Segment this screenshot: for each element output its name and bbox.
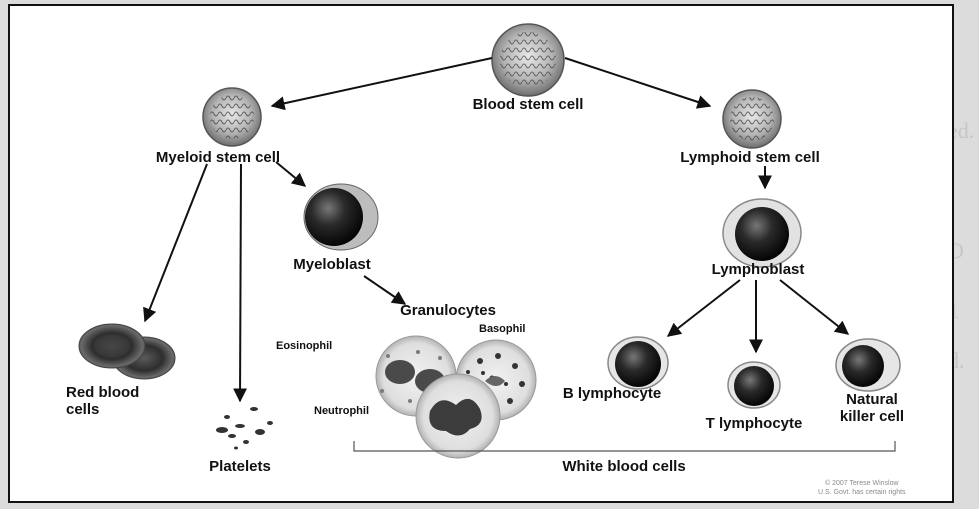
blood-stem-cell-image <box>492 24 564 96</box>
natural-killer-cell-label-line2: killer cell <box>840 408 904 425</box>
natural-killer-cell-label: Natural killer cell <box>840 391 904 425</box>
arrow-lymphoblast-to-natural-killer <box>780 280 848 334</box>
arrow-lymphoblast-to-b-lymphocyte <box>668 280 740 336</box>
b-lymphocyte-label: B lymphocyte <box>563 385 661 402</box>
copyright-line1: © 2007 Terese Winslow <box>818 479 906 488</box>
natural-killer-cell-image <box>836 339 900 391</box>
myeloid-stem-cell-image <box>203 88 261 146</box>
neutrophil-image <box>416 374 500 458</box>
lymphoid-stem-cell-label: Lymphoid stem cell <box>680 149 819 166</box>
red-blood-cells-image <box>79 324 175 379</box>
red-blood-cells-label: Red blood cells <box>66 384 139 418</box>
white-blood-cells-label: White blood cells <box>562 458 685 475</box>
arrow-root-to-myeloid <box>272 58 492 106</box>
hematopoiesis-diagram <box>10 6 956 505</box>
neutrophil-label: Neutrophil <box>314 405 369 417</box>
arrow-myeloid-to-platelets <box>240 164 241 401</box>
natural-killer-cell-label-line1: Natural <box>840 391 904 408</box>
lymphoblast-label: Lymphoblast <box>712 261 805 278</box>
arrow-myeloid-to-myeloblast <box>276 162 305 186</box>
b-lymphocyte-image <box>608 337 668 389</box>
myeloblast-label: Myeloblast <box>293 256 371 273</box>
t-lymphocyte-image <box>728 362 780 408</box>
myeloid-stem-cell-label: Myeloid stem cell <box>156 149 280 166</box>
arrow-myeloid-to-red-blood-cells <box>145 164 207 321</box>
lymphoblast-image <box>723 199 801 267</box>
granulocytes-label: Granulocytes <box>400 302 496 319</box>
arrow-myeloblast-to-granulocytes <box>364 276 405 304</box>
copyright-line2: U.S. Govt. has certain rights <box>818 488 906 497</box>
myeloblast-image <box>304 184 378 250</box>
basophil-label: Basophil <box>479 323 525 335</box>
copyright-notice: © 2007 Terese Winslow U.S. Govt. has cer… <box>818 479 906 497</box>
platelets-label: Platelets <box>209 458 271 475</box>
eosinophil-label: Eosinophil <box>276 340 332 352</box>
platelets-image <box>216 407 273 450</box>
red-blood-cells-label-line2: cells <box>66 401 139 418</box>
lymphoid-stem-cell-image <box>723 90 781 148</box>
t-lymphocyte-label: T lymphocyte <box>706 415 803 432</box>
arrow-root-to-lymphoid <box>565 58 710 106</box>
red-blood-cells-label-line1: Red blood <box>66 384 139 401</box>
diagram-frame: Blood stem cell Myeloid stem cell Lympho… <box>8 4 954 503</box>
blood-stem-cell-label: Blood stem cell <box>473 96 584 113</box>
